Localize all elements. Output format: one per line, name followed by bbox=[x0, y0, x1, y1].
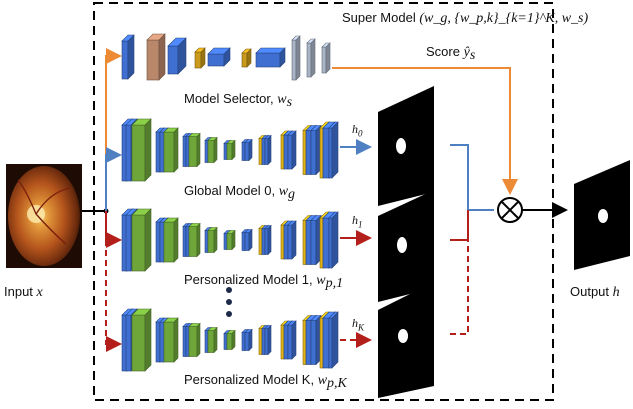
segmentation-map-hK bbox=[378, 282, 434, 398]
global-branch bbox=[105, 147, 122, 211]
p1-layer-23 bbox=[310, 214, 322, 266]
output-map bbox=[574, 160, 630, 270]
p1-layer-2 bbox=[131, 208, 152, 272]
segmentation-map-h0 bbox=[378, 86, 434, 206]
global-layer-12 bbox=[226, 139, 236, 161]
model-selector-label: Model Selector, ws bbox=[184, 91, 293, 110]
input-label: Input x bbox=[4, 284, 43, 300]
selector-layer-4 bbox=[207, 47, 231, 67]
selector-layer-5 bbox=[241, 48, 252, 68]
p1-layer-17 bbox=[264, 224, 272, 256]
input-image bbox=[6, 164, 82, 268]
selector-layer-1 bbox=[146, 33, 166, 81]
global-model-network bbox=[121, 118, 339, 182]
p1-layer-5 bbox=[163, 217, 179, 263]
p1-layer-8 bbox=[188, 222, 201, 258]
score-label: Score ŷs bbox=[426, 44, 476, 63]
h0-label: h0 bbox=[352, 122, 363, 139]
global-layer-23 bbox=[310, 124, 322, 176]
global-model-label: Global Model 0, wg bbox=[184, 183, 296, 202]
pk-layer-5 bbox=[163, 317, 179, 363]
hK-to-multiply bbox=[450, 240, 469, 335]
selector-layer-0 bbox=[121, 34, 135, 80]
personal1-branch bbox=[105, 211, 122, 248]
h1-to-multiply bbox=[450, 210, 469, 241]
p1-layer-14 bbox=[244, 228, 253, 252]
super-model-frame bbox=[93, 2, 554, 401]
personalized-model-1-label: Personalized Model 1, wp,1 bbox=[184, 272, 344, 291]
output-label: Output h bbox=[570, 284, 620, 300]
p1-layer-20 bbox=[287, 220, 297, 260]
personalized-model-k-network bbox=[121, 308, 339, 372]
selector-layer-7 bbox=[291, 35, 301, 81]
pk-layer-12 bbox=[226, 329, 236, 351]
personalized-model-1-network bbox=[121, 208, 339, 272]
h0-to-multiply bbox=[450, 144, 494, 211]
selector-layer-9 bbox=[321, 42, 331, 74]
global-layer-5 bbox=[163, 127, 179, 173]
pk-layer-23 bbox=[310, 314, 322, 366]
pk-layer-8 bbox=[188, 322, 201, 358]
pk-layer-14 bbox=[244, 328, 253, 352]
score-line bbox=[332, 67, 518, 195]
personalized-model-k-label: Personalized Model K, wp,K bbox=[184, 372, 347, 391]
p1-layer-26 bbox=[328, 211, 339, 269]
global-layer-8 bbox=[188, 132, 201, 168]
selector-layer-3 bbox=[194, 47, 206, 69]
selector-layer-2 bbox=[167, 37, 187, 75]
segmentation-map-h1 bbox=[378, 190, 434, 302]
h1-label: h1 bbox=[352, 213, 363, 230]
selector-branch bbox=[105, 48, 122, 211]
p1-layer-12 bbox=[226, 229, 236, 251]
global-layer-2 bbox=[131, 118, 152, 182]
global-layer-20 bbox=[287, 130, 297, 170]
model-selector-network bbox=[121, 33, 331, 81]
global-layer-26 bbox=[328, 121, 339, 179]
pk-layer-20 bbox=[287, 320, 297, 360]
pk-layer-17 bbox=[264, 324, 272, 356]
personalK-branch bbox=[105, 240, 122, 352]
ellipsis-dots bbox=[226, 287, 232, 317]
pk-layer-26 bbox=[328, 311, 339, 369]
pk-layer-2 bbox=[131, 308, 152, 372]
global-layer-17 bbox=[264, 134, 272, 166]
global-layer-10 bbox=[207, 136, 218, 164]
selector-layer-8 bbox=[306, 38, 316, 78]
multiply-node bbox=[497, 197, 523, 223]
pk-layer-10 bbox=[207, 326, 218, 354]
super-model-label: Super Model (w_g, {w_p,k}_{k=1}^K, w_s) bbox=[342, 10, 589, 26]
super-model-math: (w_g, {w_p,k}_{k=1}^K, w_s) bbox=[419, 11, 589, 26]
p1-layer-10 bbox=[207, 226, 218, 254]
global-layer-14 bbox=[244, 138, 253, 162]
selector-layer-6 bbox=[255, 47, 286, 68]
hK-label: hK bbox=[352, 316, 365, 333]
